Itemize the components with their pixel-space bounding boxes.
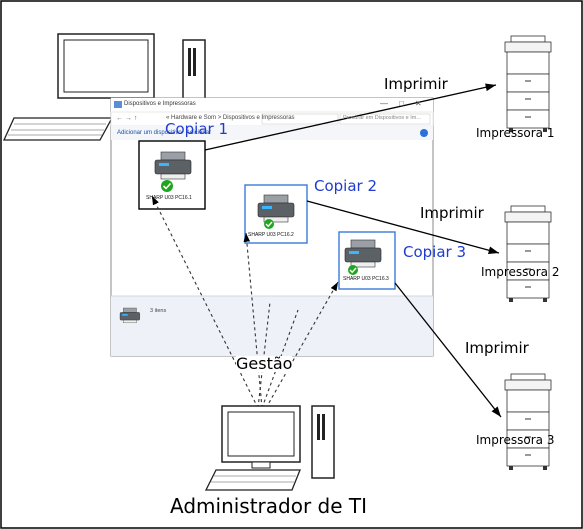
- printer-device-1: [504, 35, 552, 133]
- arrow-to-printer-2: [306, 200, 500, 255]
- printer-device-2: [504, 205, 552, 303]
- address-breadcrumb[interactable]: « Hardware e Som > Dispositivos e Impres…: [166, 115, 295, 121]
- window-printer-3: [338, 231, 396, 290]
- printer-name-1: Impressora 1: [476, 126, 555, 140]
- copy-label-1: Copiar 1: [165, 120, 229, 138]
- manage-arrow-3: [265, 281, 339, 409]
- nav-buttons[interactable]: ← → ↑: [116, 115, 138, 122]
- add-device-button[interactable]: Adicionar um dispositivo: [117, 130, 182, 136]
- search-input[interactable]: Procurar em Dispositivos e Im...: [343, 115, 421, 121]
- window-controls[interactable]: — □ ✕: [380, 99, 422, 108]
- window-printer-label-3[interactable]: SHARP U03 PC16.3: [343, 276, 389, 282]
- printer-name-2: Impressora 2: [481, 265, 560, 279]
- copy-label-2: Copiar 2: [314, 177, 378, 195]
- window-title: Dispositivos e Impressoras: [124, 101, 196, 107]
- print-label-2: Imprimir: [420, 204, 484, 222]
- print-label-3: Imprimir: [465, 339, 529, 357]
- status-item-count: 3 itens: [150, 308, 167, 314]
- window-printer-label-2[interactable]: SHARP U03 PC16.2: [248, 232, 294, 238]
- print-label-1: Imprimir: [384, 75, 448, 93]
- admin-label: Administrador de TI: [170, 494, 368, 518]
- window-printer-label-1[interactable]: SHARP U03 PC16.1: [146, 195, 192, 201]
- window-printer-1: [138, 140, 206, 210]
- manage-arrow-2: [243, 232, 263, 409]
- admin-computer-drawing: [204, 405, 335, 491]
- arrow-to-printer-3: [394, 282, 502, 418]
- printer-name-3: Impressora 3: [476, 433, 555, 447]
- arrow-to-printer-1: [204, 83, 497, 151]
- printer-device-3: [504, 373, 552, 471]
- management-label: Gestão: [236, 354, 293, 373]
- add-printer-button[interactable]: Adicionar: [186, 130, 212, 136]
- devices-window: [110, 97, 434, 357]
- copy-label-3: Copiar 3: [403, 243, 467, 261]
- window-printer-2: [244, 184, 308, 244]
